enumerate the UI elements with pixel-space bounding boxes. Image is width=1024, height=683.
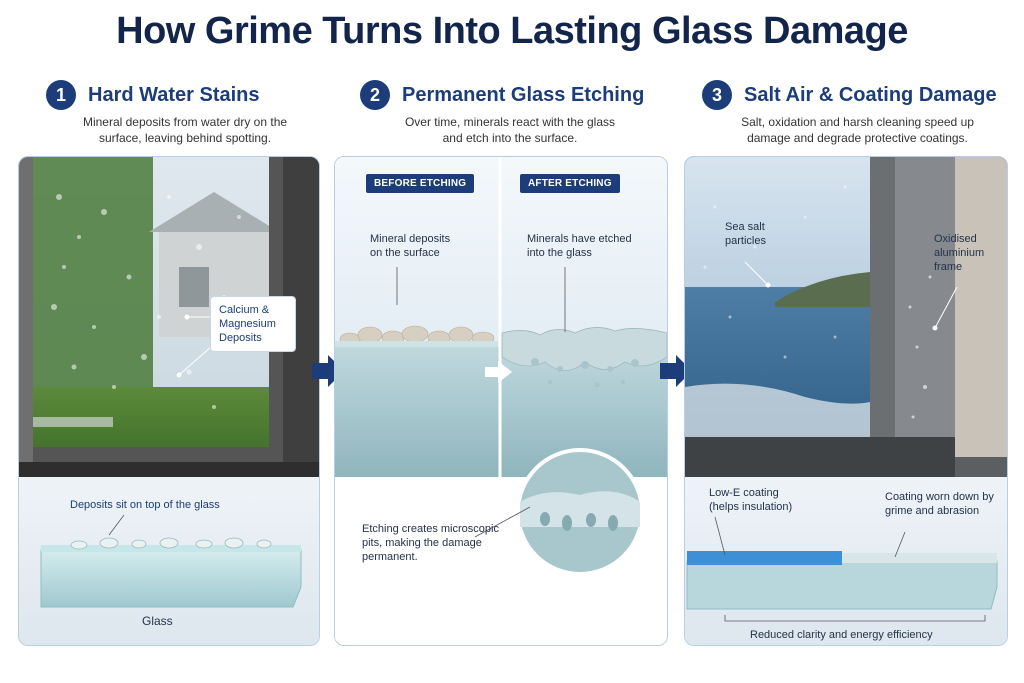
before-etching-tag: BEFORE ETCHING <box>366 174 475 193</box>
step-3-description: Salt, oxidation and harsh cleaning speed… <box>741 115 974 145</box>
coating-worn-label: Coating worn down by grime and abrasion <box>885 491 994 517</box>
after-etching-tag: AFTER ETCHING <box>520 174 620 193</box>
calcium-deposits-callout: Calcium & Magnesium Deposits <box>210 296 296 352</box>
page-title: How Grime Turns Into Lasting Glass Damag… <box>116 10 908 52</box>
oxidised-frame-label: Oxidised aluminium frame <box>934 233 985 273</box>
step-2-number: 2 <box>360 80 390 110</box>
step-1-description: Mineral deposits from water dry on the s… <box>82 115 288 145</box>
step-2-description: Over time, minerals react with the glass… <box>404 115 616 145</box>
deposits-sit-label: Deposits sit on top of the glass <box>70 499 220 511</box>
step-3-number: 3 <box>702 80 732 110</box>
before-etching-label: Mineral deposits on the surface <box>370 233 451 259</box>
sea-salt-label: Sea salt particles <box>725 221 766 247</box>
panel-salt-air <box>684 156 1008 646</box>
step-3-title: Salt Air & Coating Damage <box>744 83 997 106</box>
panel-1-illustration <box>19 157 319 645</box>
low-e-coating-label: Low-E coating (helps insulation) <box>709 487 793 513</box>
arrow-right-icon <box>485 361 512 383</box>
step-1-number: 1 <box>46 80 76 110</box>
panel-2-illustration <box>335 157 667 645</box>
panel-etching <box>334 156 668 646</box>
step-1-title: Hard Water Stains <box>88 83 260 106</box>
after-etching-label: Minerals have etched into the glass <box>527 233 632 259</box>
panel-3-illustration <box>685 157 1007 645</box>
panel-hard-water <box>18 156 320 646</box>
glass-label: Glass <box>142 614 173 628</box>
step-2-title: Permanent Glass Etching <box>402 83 645 106</box>
etching-pits-label: Etching creates microscopic pits, making… <box>362 523 499 563</box>
step-1-header: 1 Hard Water Stains <box>46 80 260 110</box>
step-2-header: 2 Permanent Glass Etching <box>360 80 644 110</box>
step-3-header: 3 Salt Air & Coating Damage <box>702 80 997 110</box>
reduced-clarity-label: Reduced clarity and energy efficiency <box>750 629 933 641</box>
